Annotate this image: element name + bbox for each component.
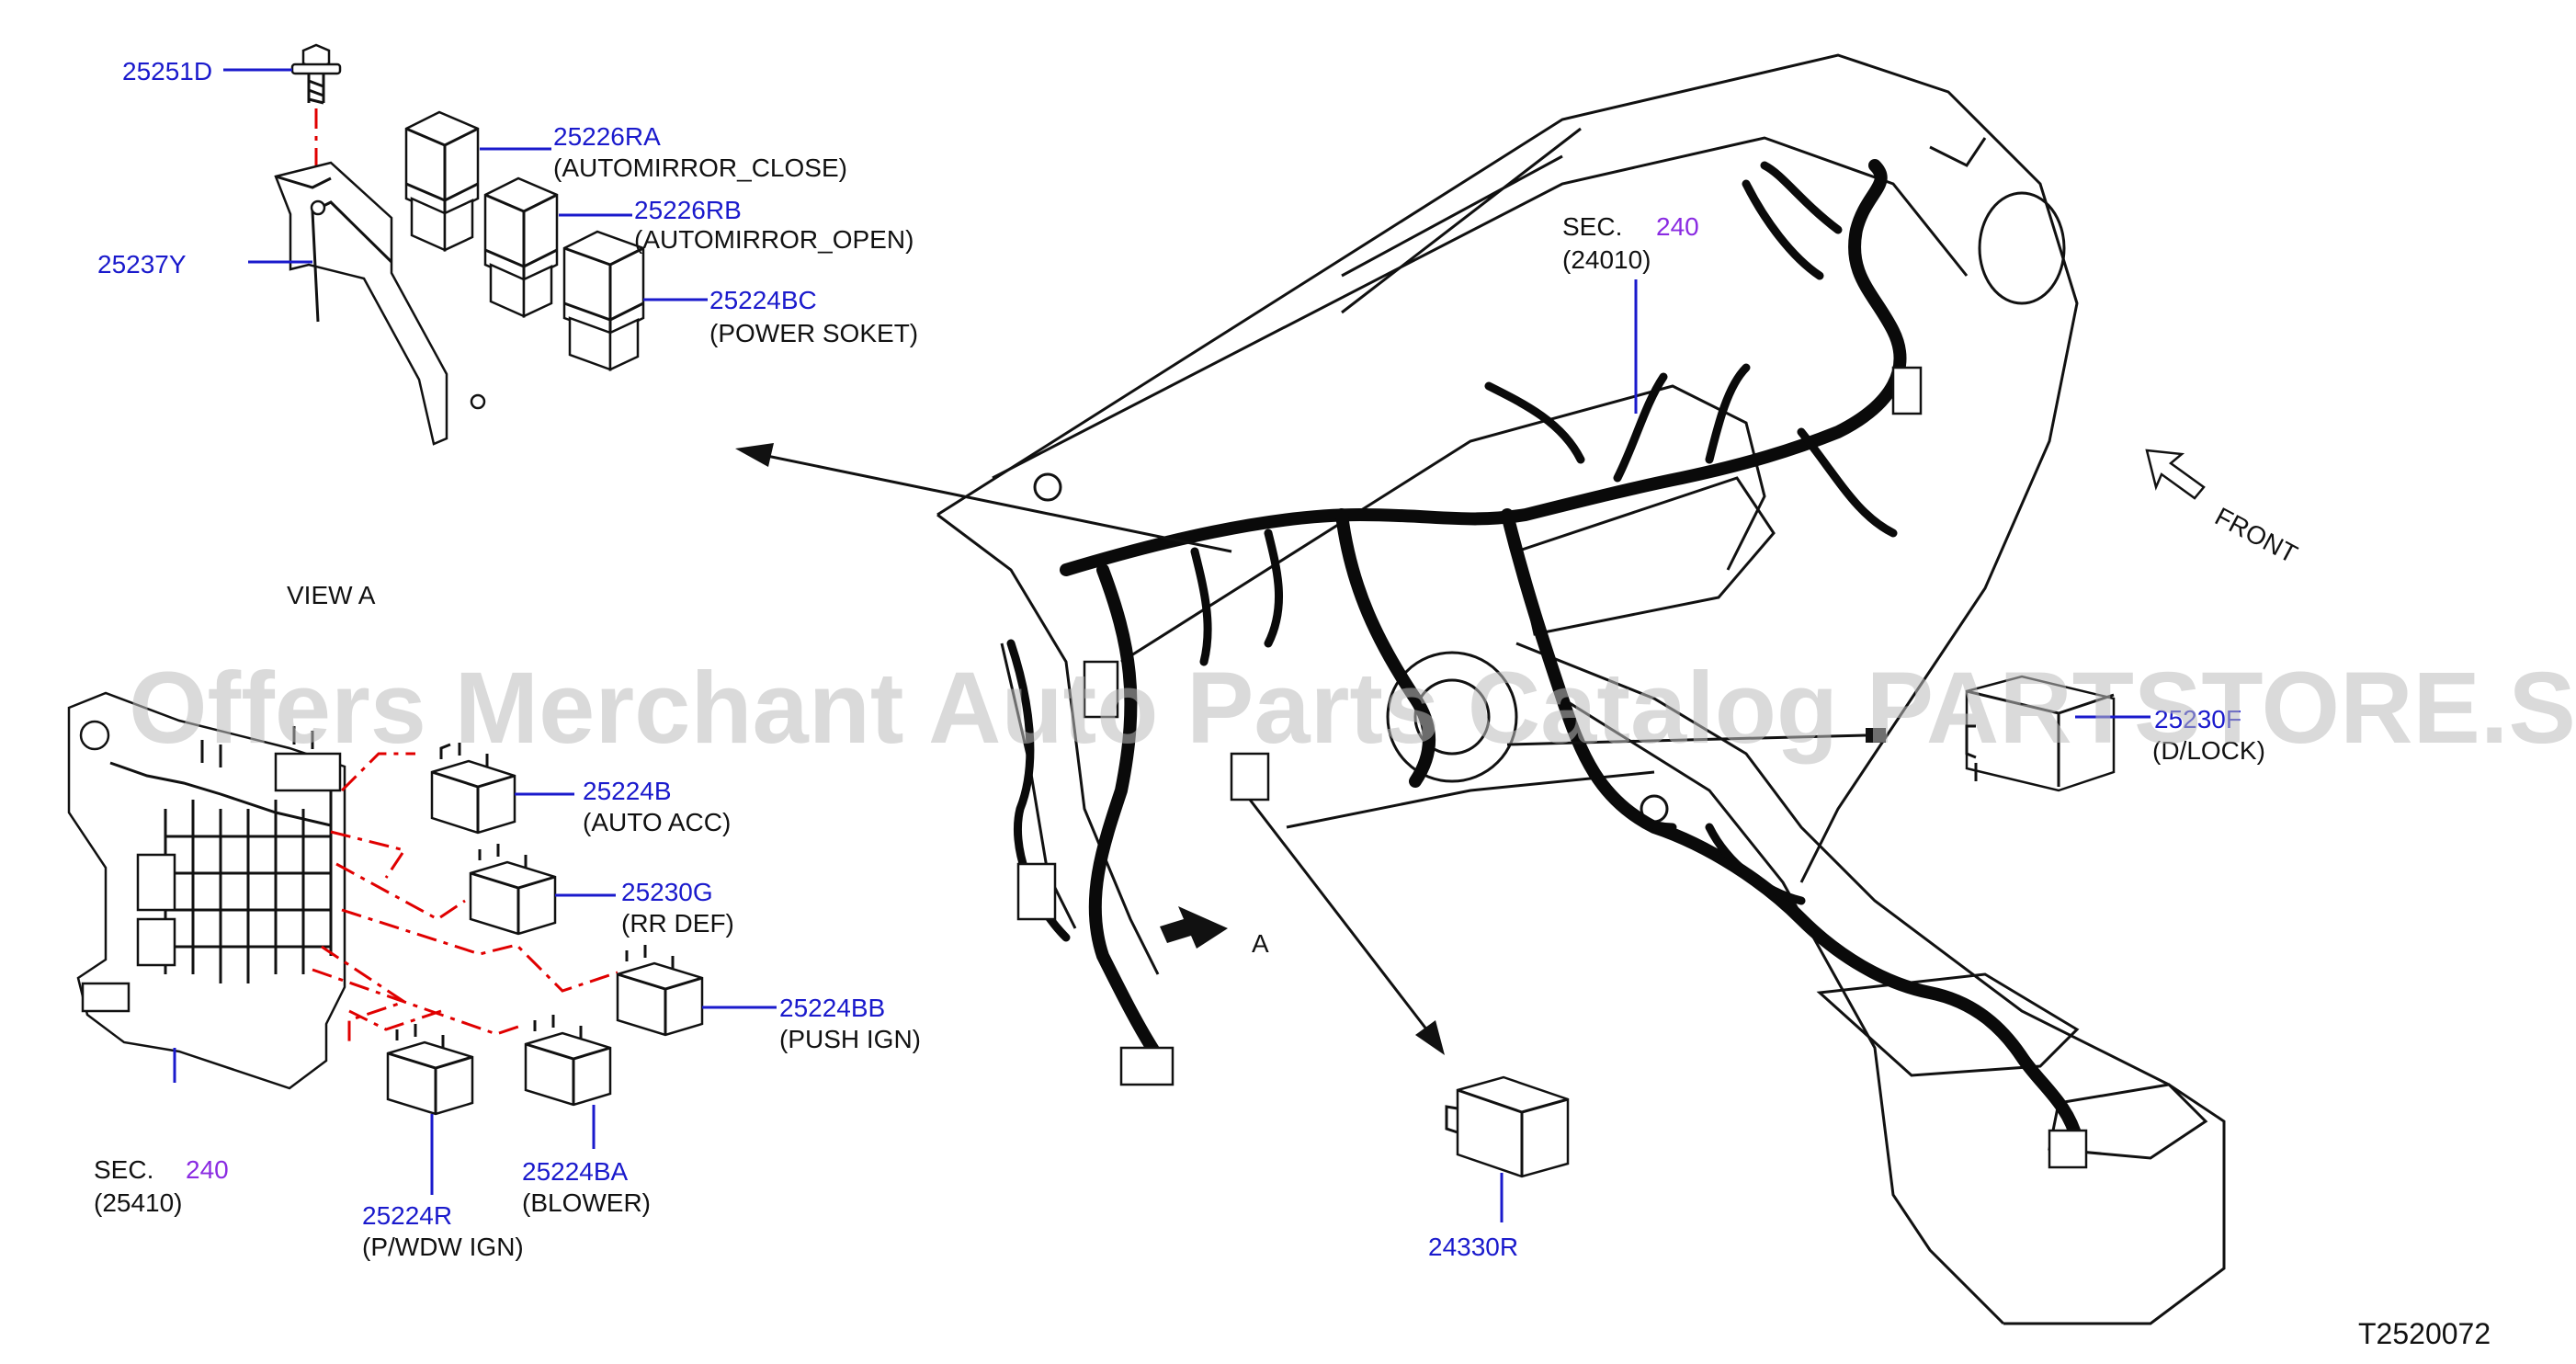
view-a-arrow (1160, 906, 1228, 949)
label-24330r: 24330R (1428, 1233, 1518, 1261)
label-25224ba: 25224BA (522, 1157, 629, 1186)
relay-push-ign-25224bb (616, 945, 777, 1037)
view-a-arrow-label: A (1252, 929, 1269, 958)
desc-25224bb: (PUSH IGN) (779, 1025, 921, 1053)
relay-dlock-25230f (1965, 675, 2150, 792)
label-25251d: 25251D (122, 57, 212, 85)
sec-number-fuse-block: 240 (186, 1155, 229, 1184)
sec-ref-main-harness: (24010) (1562, 245, 1651, 274)
relay-pwdw-ign-25224r (386, 1024, 474, 1195)
label-25224bc: 25224BC (709, 286, 817, 314)
desc-25226ra: (AUTOMIRROR_CLOSE) (553, 153, 847, 182)
desc-25226rb: (AUTOMIRROR_OPEN) (634, 225, 914, 254)
front-arrow-icon (2145, 449, 2206, 500)
label-25230f: 25230F (2154, 705, 2241, 733)
desc-25224bc: (POWER SOKET) (709, 319, 918, 347)
desc-25224ba: (BLOWER) (522, 1188, 651, 1217)
label-25237y: 25237Y (97, 250, 187, 278)
desc-25224b: (AUTO ACC) (583, 808, 731, 836)
label-25226rb: 25226RB (634, 196, 742, 224)
arrow-to-dlock (1506, 728, 1886, 746)
sec-number-main-harness: 240 (1656, 212, 1699, 241)
sec-prefix-fuse-block: SEC. (94, 1155, 153, 1184)
sec-prefix-main-harness: SEC. (1562, 212, 1622, 241)
watermark-text: Offers Merchant Auto Parts Catalog PARTS… (129, 652, 2576, 765)
diagram-code: T2520072 (2358, 1317, 2491, 1350)
fuse-relay-block (67, 691, 346, 1090)
label-25226ra: 25226RA (553, 122, 661, 151)
arrow-to-view-a-parts (735, 443, 1232, 553)
view-a-label: VIEW A (287, 581, 376, 609)
arrow-to-24330r (1248, 799, 1445, 1055)
label-25224bb: 25224BB (779, 994, 885, 1022)
relay-24330r (1445, 1075, 1570, 1222)
desc-25230g: (RR DEF) (621, 909, 734, 938)
relay-mirror-open-25226rb (483, 176, 632, 318)
label-25224b: 25224B (583, 777, 672, 805)
main-harness (1006, 159, 2088, 1169)
bolt-25251d (223, 43, 342, 184)
desc-25224r: (P/WDW IGN) (362, 1233, 524, 1261)
relay-power-socket-25224bc (562, 230, 708, 371)
bracket-25237y (248, 161, 486, 446)
relay-rr-def-25230g (469, 844, 616, 936)
dashboard-outline (936, 53, 2226, 1325)
sec-ref-fuse-block: (25410) (94, 1188, 183, 1217)
label-25224r: 25224R (362, 1201, 452, 1230)
relay-mirror-close-25226ra (404, 110, 551, 252)
label-25230g: 25230G (621, 878, 713, 906)
desc-25230f: (D/LOCK) (2152, 736, 2265, 765)
front-label: FRONT (2210, 502, 2302, 569)
relay-auto-acc-25224b (430, 743, 574, 835)
relay-blower-25224ba (524, 1015, 612, 1149)
